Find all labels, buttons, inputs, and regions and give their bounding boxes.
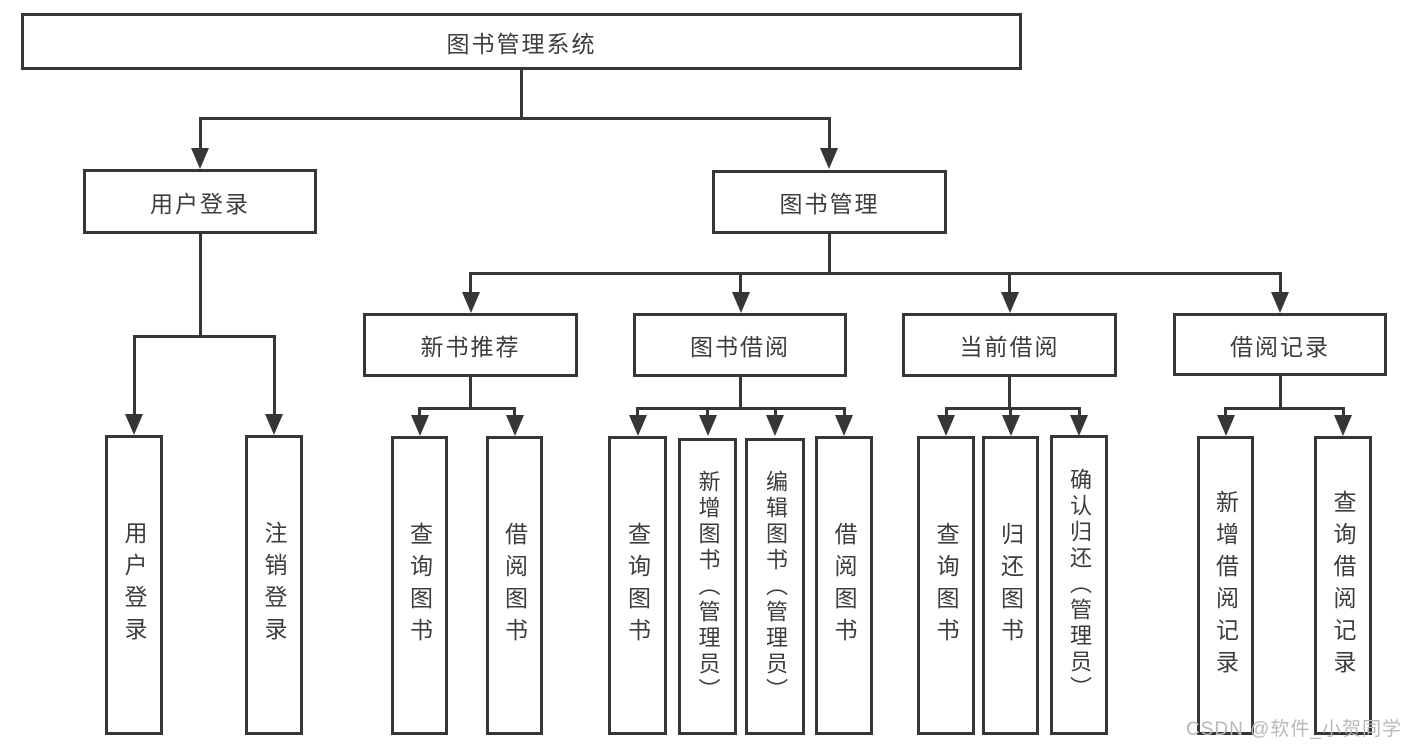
connector-line bbox=[469, 272, 472, 294]
node-leaf-br-add-record: 新增借阅记录 bbox=[1197, 436, 1254, 735]
node-root: 图书管理系统 bbox=[21, 13, 1022, 70]
node-new-book-recommend: 新书推荐 bbox=[363, 313, 578, 377]
node-user-login-label: 用户登录 bbox=[150, 190, 250, 217]
connector-line bbox=[1279, 272, 1282, 294]
node-leaf-br-query-record-label: 查询借阅记录 bbox=[1330, 489, 1356, 682]
node-leaf-bb-edit-books-admin: 编辑图书（管理员） bbox=[745, 438, 805, 735]
node-leaf-br-add-record-label: 新增借阅记录 bbox=[1212, 489, 1239, 682]
connector-line bbox=[828, 117, 831, 150]
connector-line bbox=[636, 407, 846, 410]
node-leaf-cb-confirm-return-admin: 确认归还（管理员） bbox=[1050, 435, 1108, 735]
arrow-down-icon bbox=[820, 148, 838, 169]
watermark-text: CSDN @软件_小贺同学 bbox=[1186, 719, 1402, 740]
arrow-down-icon bbox=[766, 415, 784, 436]
connector-line bbox=[199, 234, 202, 338]
connector-line bbox=[199, 117, 831, 120]
node-leaf-nbr-borrow-books: 借阅图书 bbox=[486, 436, 543, 735]
connector-line bbox=[945, 407, 1081, 410]
connector-line bbox=[133, 335, 136, 416]
node-book-borrow: 图书借阅 bbox=[633, 313, 847, 377]
node-leaf-nbr-borrow-books-label: 借阅图书 bbox=[501, 521, 528, 650]
arrow-down-icon bbox=[1271, 292, 1289, 313]
connector-line bbox=[1008, 377, 1011, 410]
connector-line bbox=[1224, 407, 1345, 410]
connector-line bbox=[133, 335, 276, 338]
arrow-down-icon bbox=[629, 415, 647, 436]
connector-line bbox=[199, 117, 202, 150]
arrow-down-icon bbox=[1002, 415, 1020, 436]
node-leaf-user-login: 用户登录 bbox=[105, 435, 163, 735]
node-book-management-label: 图书管理 bbox=[779, 191, 880, 217]
node-leaf-cb-query-books-label: 查询图书 bbox=[933, 521, 959, 650]
connector-line bbox=[513, 407, 516, 417]
node-leaf-bb-add-books-admin: 新增图书（管理员） bbox=[678, 438, 737, 735]
node-leaf-bb-query-books: 查询图书 bbox=[608, 436, 667, 735]
arrow-down-icon bbox=[1070, 415, 1088, 436]
node-leaf-cb-confirm-return-admin-label: 确认归还（管理员） bbox=[1067, 468, 1092, 702]
connector-line bbox=[273, 335, 276, 416]
arrow-down-icon bbox=[835, 415, 853, 436]
arrow-down-icon bbox=[1001, 292, 1019, 313]
node-leaf-cb-return-books: 归还图书 bbox=[982, 436, 1039, 735]
connector-line bbox=[774, 407, 777, 417]
node-root-label: 图书管理系统 bbox=[446, 30, 597, 57]
arrow-down-icon bbox=[411, 415, 429, 436]
node-borrow-records: 借阅记录 bbox=[1173, 313, 1387, 376]
arrow-down-icon bbox=[462, 292, 480, 313]
node-leaf-nbr-query-books-label: 查询图书 bbox=[406, 521, 433, 650]
node-leaf-br-query-record: 查询借阅记录 bbox=[1314, 436, 1372, 735]
node-book-management: 图书管理 bbox=[712, 170, 947, 234]
node-leaf-user-login-label: 用户登录 bbox=[121, 521, 147, 649]
node-leaf-nbr-query-books: 查询图书 bbox=[391, 436, 448, 735]
connector-line bbox=[1342, 407, 1345, 417]
node-new-book-recommend-label: 新书推荐 bbox=[420, 334, 521, 360]
node-borrow-records-label: 借阅记录 bbox=[1230, 333, 1330, 360]
arrow-down-icon bbox=[732, 292, 750, 313]
connector-line bbox=[469, 377, 472, 410]
arrow-down-icon bbox=[191, 148, 209, 169]
arrow-down-icon bbox=[937, 415, 955, 436]
connector-line bbox=[945, 407, 948, 417]
connector-line bbox=[469, 272, 1282, 275]
connector-line bbox=[520, 69, 523, 120]
connector-line bbox=[739, 377, 742, 410]
connector-line bbox=[739, 272, 742, 294]
node-leaf-bb-edit-books-admin-label: 编辑图书（管理员） bbox=[763, 469, 788, 704]
connector-line bbox=[1279, 375, 1282, 410]
arrow-down-icon bbox=[699, 415, 717, 436]
arrow-down-icon bbox=[125, 414, 143, 435]
connector-line bbox=[1008, 272, 1011, 294]
connector-line bbox=[418, 407, 421, 417]
node-book-borrow-label: 图书借阅 bbox=[690, 334, 790, 360]
node-leaf-cb-query-books: 查询图书 bbox=[917, 436, 975, 735]
connector-line bbox=[1078, 407, 1081, 417]
arrow-down-icon bbox=[1334, 415, 1352, 436]
node-current-borrow-label: 当前借阅 bbox=[959, 334, 1060, 360]
node-leaf-bb-query-books-label: 查询图书 bbox=[624, 521, 651, 650]
node-leaf-logout-label: 注销登录 bbox=[261, 521, 287, 649]
arrow-down-icon bbox=[265, 414, 283, 435]
node-leaf-bb-borrow-books-label: 借阅图书 bbox=[831, 521, 857, 650]
arrow-down-icon bbox=[1217, 415, 1235, 436]
connector-line bbox=[636, 407, 639, 417]
node-leaf-logout: 注销登录 bbox=[245, 435, 303, 735]
node-leaf-cb-return-books-label: 归还图书 bbox=[997, 521, 1024, 650]
connector-line bbox=[1009, 407, 1012, 417]
connector-line bbox=[843, 407, 846, 417]
connector-line bbox=[1224, 407, 1227, 417]
node-leaf-bb-add-books-admin-label: 新增图书（管理员） bbox=[695, 469, 721, 704]
connector-line bbox=[828, 233, 831, 275]
node-user-login: 用户登录 bbox=[83, 169, 317, 234]
connector-line bbox=[418, 407, 516, 410]
arrow-down-icon bbox=[506, 415, 524, 436]
node-current-borrow: 当前借阅 bbox=[902, 313, 1117, 377]
connector-line bbox=[706, 407, 709, 417]
node-leaf-bb-borrow-books: 借阅图书 bbox=[815, 436, 873, 735]
